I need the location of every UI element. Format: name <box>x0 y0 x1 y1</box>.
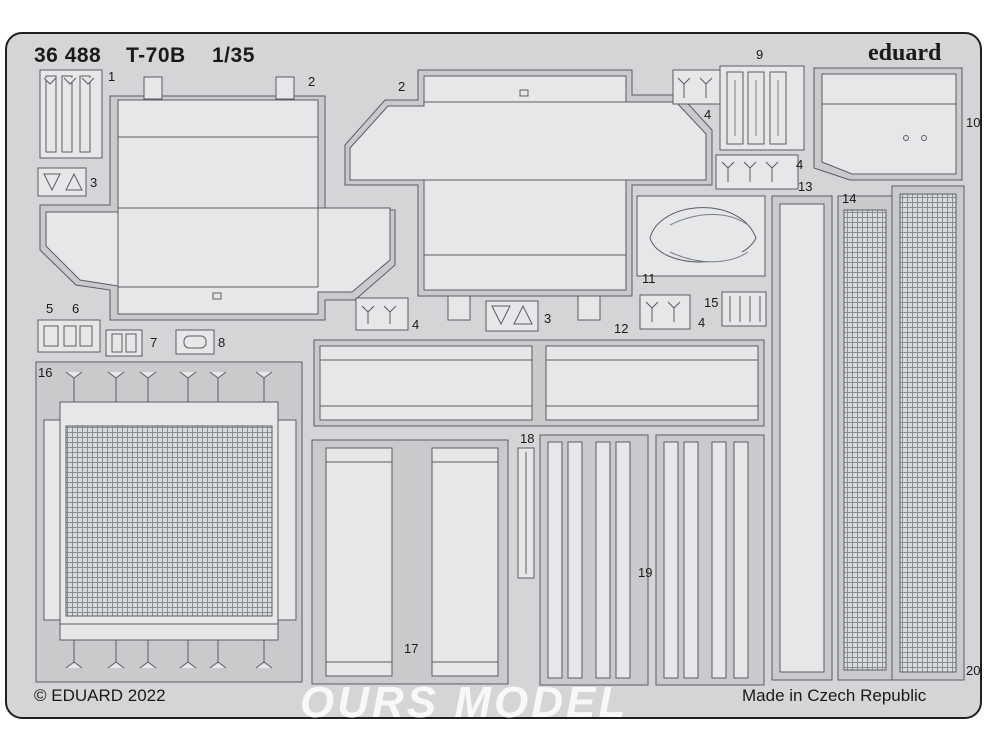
copyright-text: © EDUARD 2022 <box>34 686 166 705</box>
part-4-groups <box>355 69 799 331</box>
part-1-brackets <box>39 69 103 159</box>
part-number: 4 <box>412 317 420 332</box>
part-number: 2 <box>308 74 316 89</box>
part-2-left-plate <box>39 76 396 321</box>
part-number: 14 <box>842 191 857 206</box>
part-3-triangles <box>37 167 87 197</box>
model-name: T-70B <box>126 44 186 67</box>
part-19-ladders <box>539 434 765 686</box>
part-number: 2 <box>398 79 406 94</box>
brand-logo: eduard <box>868 40 942 66</box>
part-17 <box>311 439 509 685</box>
part-16-mesh-screen <box>35 361 303 683</box>
part-number: 5 <box>46 301 54 316</box>
part-number: 20 <box>966 663 981 678</box>
part-3-center-triangles <box>485 300 539 332</box>
part-number: 8 <box>218 335 226 350</box>
part-number: 3 <box>90 175 98 190</box>
part-number: 6 <box>72 301 80 316</box>
part-number: 4 <box>698 315 706 330</box>
part-number: 3 <box>544 311 552 326</box>
part-number: 7 <box>150 335 158 350</box>
part-number: 1 <box>108 69 116 84</box>
part-2-center-plate <box>344 69 713 321</box>
part-18 <box>517 447 535 579</box>
part-number: 10 <box>966 115 981 130</box>
part-number: 4 <box>796 157 804 172</box>
scale-label: 1/35 <box>212 44 255 67</box>
part-11 <box>636 195 766 277</box>
part-10 <box>813 67 963 181</box>
parts-5-6-7-8 <box>37 319 215 357</box>
part-9 <box>719 65 805 151</box>
set-number: 36 488 <box>34 44 102 67</box>
part-number: 17 <box>404 641 419 656</box>
part-number: 18 <box>520 431 535 446</box>
part-number: 16 <box>38 365 53 380</box>
part-number: 15 <box>704 295 719 310</box>
part-number: 13 <box>798 179 813 194</box>
part-number: 11 <box>642 271 656 286</box>
part-number: 12 <box>614 321 629 336</box>
parts-14-20-mesh-strips <box>771 185 965 681</box>
watermark-text: OURS MODEL <box>300 678 629 727</box>
long-panels <box>313 339 765 427</box>
part-number: 9 <box>756 47 764 62</box>
origin-text: Made in Czech Republic <box>742 686 927 705</box>
part-number: 4 <box>704 107 712 122</box>
part-15 <box>721 291 767 327</box>
part-number: 19 <box>638 565 653 580</box>
